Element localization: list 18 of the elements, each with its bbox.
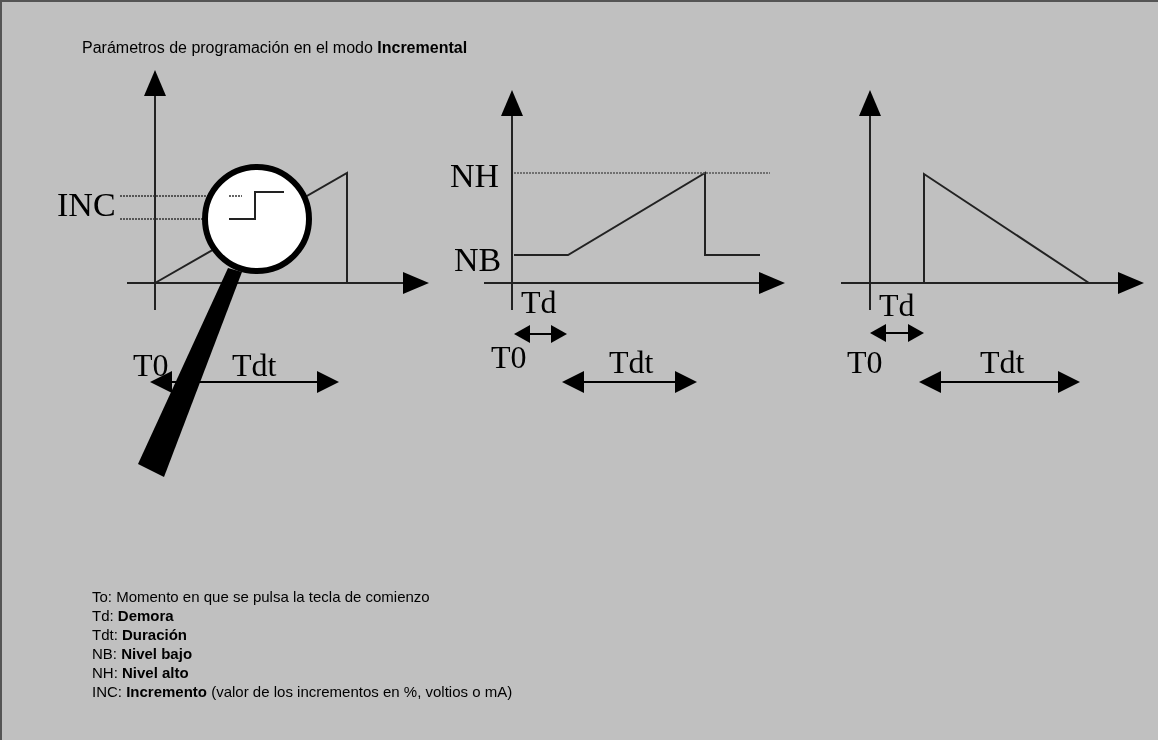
axis-label: T0 bbox=[847, 346, 883, 378]
axis-label: Tdt bbox=[980, 346, 1025, 378]
axis-label: T0 bbox=[133, 349, 169, 381]
axis-label: Td bbox=[521, 286, 557, 318]
axis-label: Td bbox=[879, 289, 915, 321]
axis-label: Tdt bbox=[232, 349, 277, 381]
legend-note: Tdt: Duración bbox=[92, 625, 189, 644]
axis-label: T0 bbox=[491, 341, 527, 373]
title: Parámetros de programación en el modo Incremental bbox=[82, 38, 468, 58]
axis-label: Tdt bbox=[609, 346, 654, 378]
axis-label: NH bbox=[450, 159, 500, 193]
axis-label: INC bbox=[57, 188, 116, 222]
axis-label: NB bbox=[454, 243, 502, 277]
legend-note: NB: Nivel bajo bbox=[92, 644, 194, 663]
legend-note: INC: Incremento (valor de los incrementos en %, voltios o mA) bbox=[92, 682, 513, 701]
legend-note: NH: Nivel alto bbox=[92, 663, 190, 682]
legend-note: To: Momento en que se pulsa la tecla de comienzo bbox=[92, 587, 431, 606]
legend-note: Td: Demora bbox=[92, 606, 175, 625]
